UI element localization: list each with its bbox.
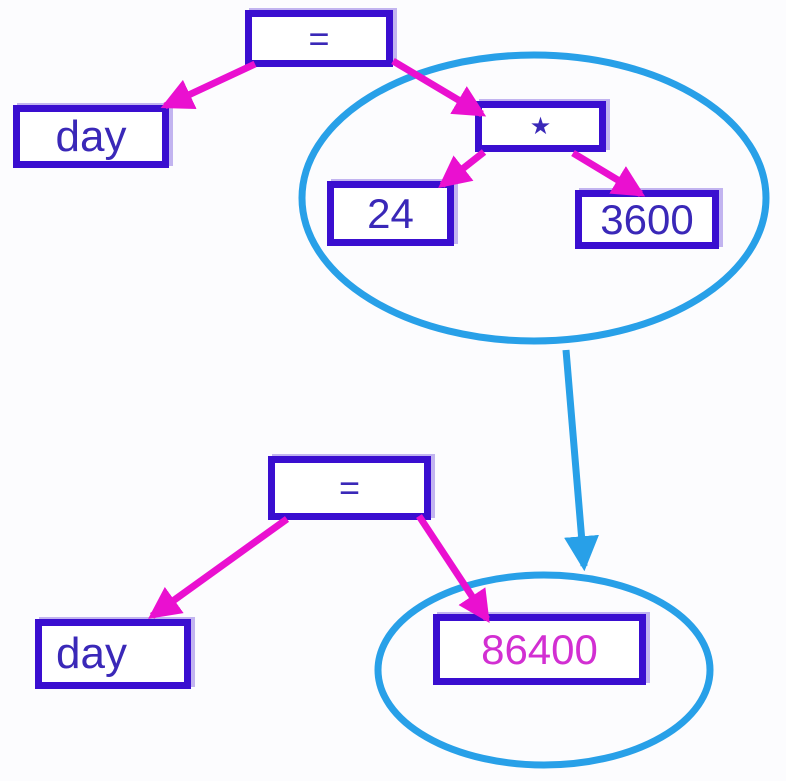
top-assign-label: =: [308, 17, 330, 59]
operand-24-node: 24: [327, 181, 454, 246]
multiply-to-3600-arrow: [571, 150, 646, 197]
operand-3600-node: 3600: [575, 190, 719, 249]
bottom-assign-node: =: [268, 456, 431, 520]
evaluates-to-arrow: [562, 349, 599, 572]
multiply-operator-label: ★: [529, 113, 552, 140]
bottom-assign-to-day-arrow: [148, 516, 290, 619]
result-86400-node: 86400: [433, 614, 646, 685]
bottom-assign-label: =: [338, 467, 361, 508]
top-assign-node: =: [245, 10, 393, 67]
operand-24-label: 24: [367, 189, 414, 237]
bottom-day-label: day: [56, 629, 127, 678]
operand-3600-label: 3600: [600, 195, 694, 243]
top-assign-to-multiply-arrow: [391, 57, 487, 118]
top-day-node: day: [13, 105, 169, 168]
top-day-label: day: [55, 111, 127, 161]
result-86400-label: 86400: [481, 625, 598, 673]
top-assign-to-day-arrow: [160, 60, 257, 110]
bottom-day-node: day: [35, 619, 191, 689]
bottom-assign-to-result-arrow: [416, 514, 490, 624]
multiply-operator-node: ★: [475, 101, 606, 152]
